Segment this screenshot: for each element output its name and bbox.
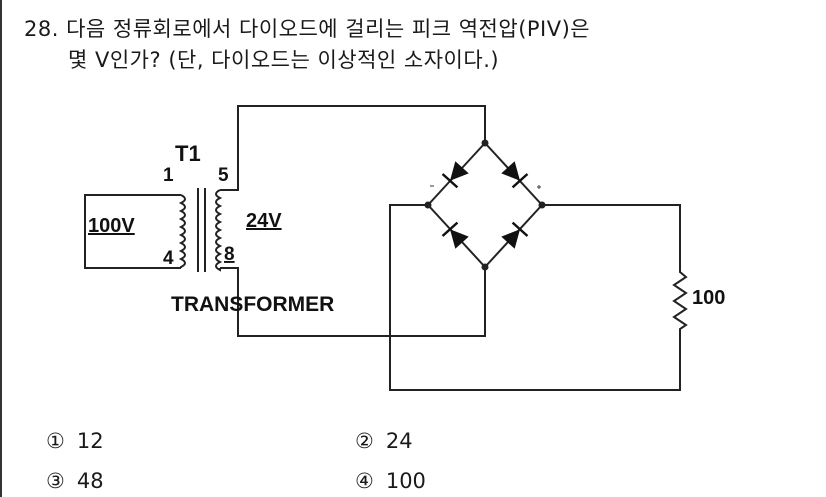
question-number: 28. [24, 17, 59, 41]
node-bottom [481, 263, 489, 271]
primary-coil [178, 194, 186, 268]
question-text: 28. 다음 정류회로에서 다이오드에 걸리는 피크 역전압(PIV)은 몇 V… [24, 14, 590, 76]
resistor-value-label: 100 [692, 287, 725, 309]
choice-1[interactable]: ① 12 [46, 428, 104, 454]
question-line-1: 다음 정류회로에서 다이오드에 걸리는 피크 역전압(PIV)은 [66, 17, 591, 41]
choice-4-text: 100 [385, 469, 426, 493]
choice-3[interactable]: ③ 48 [46, 468, 104, 494]
choice-3-marker: ③ [46, 469, 65, 493]
primary-voltage-label: 100V [88, 215, 135, 237]
pin-1-label: 1 [163, 165, 174, 186]
node-top [481, 139, 489, 147]
diode-1 [441, 161, 469, 189]
choice-1-marker: ① [46, 429, 65, 453]
pin-8-label: 8 [224, 244, 235, 265]
choice-4-marker: ④ [355, 469, 374, 493]
diode-4 [501, 221, 529, 249]
choice-1-text: 12 [76, 429, 104, 453]
choice-2-marker: ② [355, 429, 374, 453]
load-wire-left [389, 204, 681, 391]
secondary-voltage-label: 24V [246, 210, 282, 232]
choice-3-text: 48 [76, 469, 104, 493]
primary-wire [84, 194, 181, 269]
resistor [672, 266, 688, 333]
load-wire-right [542, 204, 681, 266]
pin-5-label: 5 [218, 165, 229, 186]
diode-2 [501, 161, 529, 189]
choice-2-text: 24 [385, 429, 413, 453]
secondary-top-wire [220, 105, 486, 191]
bridge-rectifier [424, 139, 546, 271]
page-border [0, 0, 2, 497]
choice-2[interactable]: ② 24 [355, 428, 413, 454]
choice-4[interactable]: ④ 100 [355, 468, 426, 494]
question-line-2: 몇 V인가? (단, 다이오드는 이상적인 소자이다.) [68, 48, 500, 72]
secondary-coil [215, 189, 223, 272]
diode-3 [441, 221, 469, 249]
pin-4-label: 4 [163, 248, 174, 269]
transformer-label: TRANSFORMER [171, 293, 334, 316]
transformer-name: T1 [175, 141, 201, 166]
secondary-bottom-wire [220, 267, 486, 337]
